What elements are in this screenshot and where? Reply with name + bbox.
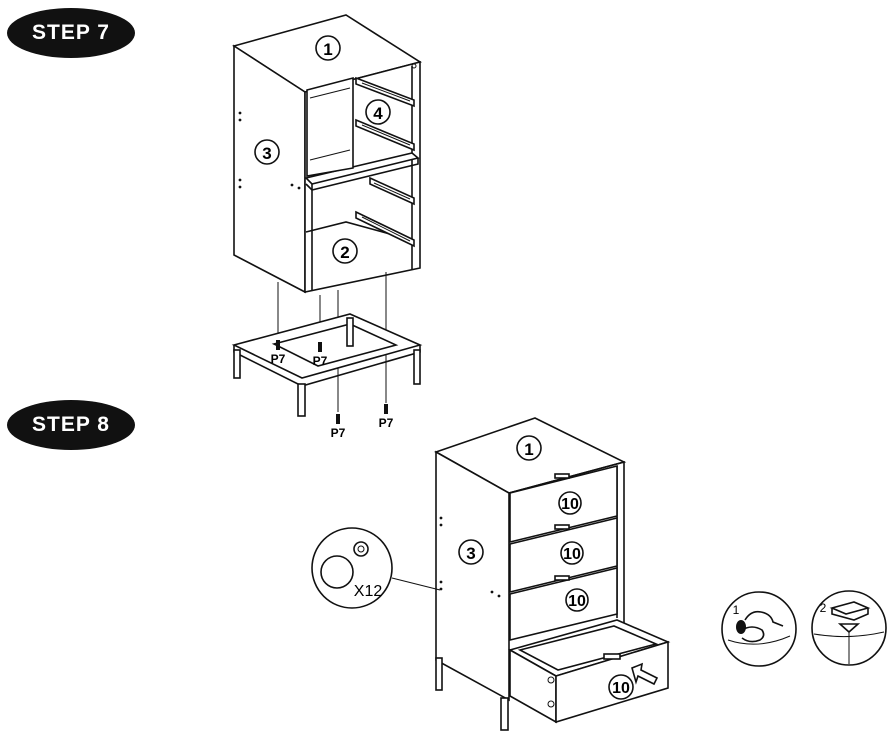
- step-8-part-3-callout: 3: [458, 539, 484, 565]
- drawer-slides-lower: [355, 176, 415, 248]
- chest-drawer-open: 10: [507, 619, 671, 724]
- step-7-carcass: [232, 14, 422, 294]
- step-8-part-1-label: 1: [524, 440, 533, 459]
- svg-text:P7: P7: [331, 426, 346, 440]
- screw-p7: P7: [331, 414, 346, 440]
- step-7-leg-frame: [231, 313, 423, 417]
- svg-text:10: 10: [563, 546, 581, 563]
- sub-step-1-label: 1: [733, 603, 740, 617]
- cam-cover-detail: X12: [311, 527, 441, 609]
- quantity-label: X12: [354, 583, 383, 600]
- step-8-part-1-callout: 1: [516, 435, 542, 461]
- step-7-part-3-label: 3: [262, 144, 271, 163]
- step-7-label: STEP 7: [32, 21, 110, 44]
- sub-step-2-detail: 2: [811, 590, 887, 666]
- screw-p7: P7: [379, 404, 394, 430]
- screw-p7: P7: [271, 340, 286, 366]
- step-7-part-2-label: 2: [340, 243, 349, 262]
- finger-press-icon: [829, 601, 871, 621]
- step-7-part-1-callout: 1: [315, 35, 341, 61]
- push-arrow-icon: [631, 662, 659, 686]
- svg-text:P7: P7: [271, 352, 286, 366]
- step-7-part-3-callout: 3: [254, 139, 280, 165]
- step-7-part-4-callout: 4: [365, 99, 391, 125]
- svg-text:P7: P7: [313, 354, 328, 368]
- step-8-label: STEP 8: [32, 413, 110, 436]
- step-7-part-2-callout: 2: [332, 238, 358, 264]
- cam-lock-icon: [353, 541, 369, 557]
- drawer-slides-upper: [355, 76, 415, 152]
- chest-drawer: 10: [509, 464, 618, 544]
- step-7-part-4-label: 4: [373, 104, 383, 123]
- sub-step-1-detail: 1: [721, 591, 797, 667]
- step-7-part-1-label: 1: [323, 40, 332, 59]
- svg-text:10: 10: [568, 593, 586, 610]
- arrow-down-icon: [837, 623, 861, 634]
- step-8-badge: STEP 8: [7, 400, 135, 450]
- step-7-badge: STEP 7: [7, 8, 135, 58]
- step-7-screws: P7 P7 P7 P7: [271, 340, 394, 440]
- step-8-part-3-label: 3: [466, 544, 475, 563]
- svg-text:P7: P7: [379, 416, 394, 430]
- chest-drawer: 10: [509, 516, 618, 594]
- sub-step-2-label: 2: [820, 601, 827, 615]
- svg-text:10: 10: [612, 680, 630, 697]
- chest-drawer: 10: [509, 566, 618, 642]
- screw-p7: P7: [313, 342, 328, 368]
- cam-cover-icon: [320, 555, 354, 589]
- svg-text:10: 10: [561, 496, 579, 513]
- chest-side: [435, 450, 510, 702]
- hand-icon: [741, 610, 784, 643]
